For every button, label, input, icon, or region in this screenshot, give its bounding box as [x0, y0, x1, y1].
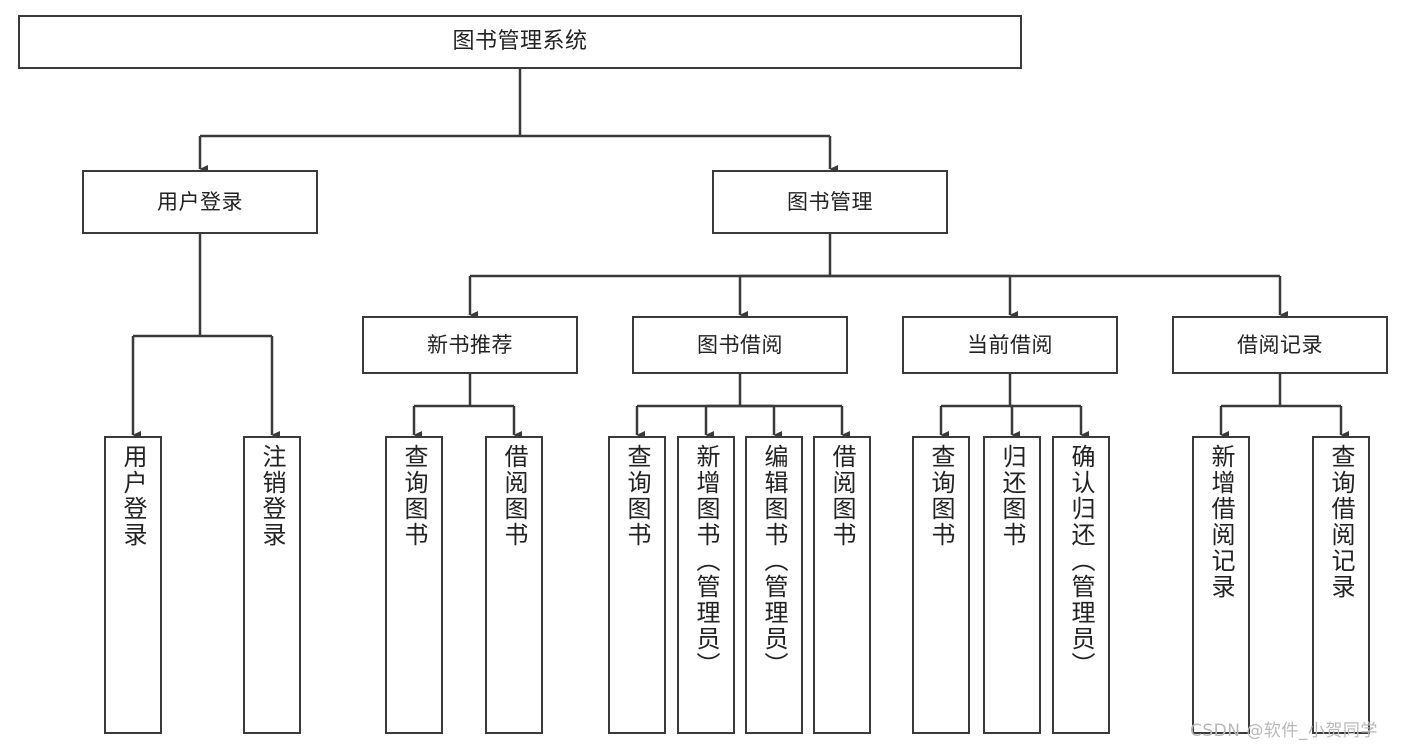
tree-edges — [131, 69, 1349, 439]
node-leaf_cb1[interactable]: 查询图书 — [912, 436, 970, 734]
node-label: 查询图书 — [400, 444, 428, 548]
node-leaf_bw1[interactable]: 查询图书 — [608, 436, 666, 734]
node-label: 当前借阅 — [967, 332, 1053, 357]
node-leaf_bw4[interactable]: 借阅图书 — [813, 436, 871, 734]
node-label: 查询图书 — [623, 444, 651, 548]
node-label: 编辑图书（管理员） — [760, 444, 788, 678]
watermark-text: CSDN @软件_小贺同学 — [1190, 721, 1378, 741]
node-borrow[interactable]: 图书借阅 — [632, 316, 848, 374]
node-label: 查询借阅记录 — [1327, 444, 1355, 600]
node-leaf_bw2[interactable]: 新增图书（管理员） — [677, 436, 735, 734]
node-login[interactable]: 用户登录 — [82, 170, 318, 234]
node-leaf_bw3[interactable]: 编辑图书（管理员） — [745, 436, 803, 734]
node-leaf_cb2[interactable]: 归还图书 — [983, 436, 1041, 734]
node-leaf_nb1[interactable]: 查询图书 — [385, 436, 443, 734]
node-label: 新增图书（管理员） — [692, 444, 720, 678]
node-root[interactable]: 图书管理系统 — [18, 15, 1022, 69]
node-bookmgmt[interactable]: 图书管理 — [712, 170, 948, 234]
node-label: 图书借阅 — [697, 332, 783, 357]
node-label: 图书管理系统 — [452, 29, 588, 55]
node-current[interactable]: 当前借阅 — [902, 316, 1118, 374]
node-newbook[interactable]: 新书推荐 — [362, 316, 578, 374]
node-leaf_nb2[interactable]: 借阅图书 — [485, 436, 543, 734]
node-label: 归还图书 — [998, 444, 1026, 548]
node-label: 用户登录 — [119, 444, 147, 548]
node-leaf_rc1[interactable]: 新增借阅记录 — [1192, 436, 1250, 734]
node-label: 新增借阅记录 — [1207, 444, 1235, 600]
node-label: 确认归还（管理员） — [1067, 444, 1095, 678]
node-leaf_cb3[interactable]: 确认归还（管理员） — [1052, 436, 1110, 734]
node-label: 借阅图书 — [500, 444, 528, 548]
node-label: 借阅记录 — [1237, 332, 1323, 357]
node-leaf_rc2[interactable]: 查询借阅记录 — [1312, 436, 1370, 734]
node-leaf_login2[interactable]: 注销登录 — [243, 436, 301, 734]
node-records[interactable]: 借阅记录 — [1172, 316, 1388, 374]
node-label: 用户登录 — [157, 189, 243, 214]
node-label: 查询图书 — [927, 444, 955, 548]
node-leaf_login1[interactable]: 用户登录 — [104, 436, 162, 734]
node-label: 图书管理 — [787, 189, 873, 214]
node-label: 注销登录 — [258, 444, 286, 548]
node-label: 新书推荐 — [427, 332, 513, 357]
node-label: 借阅图书 — [828, 444, 856, 548]
